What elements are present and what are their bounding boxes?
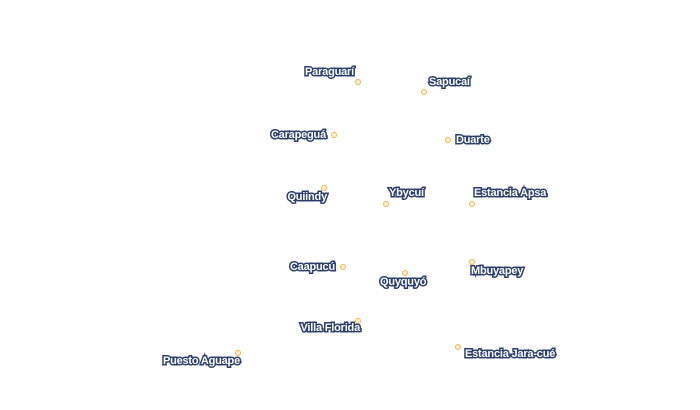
place-label: Villa Florida	[299, 321, 362, 336]
place-label: Carapeguá	[269, 128, 327, 143]
place-marker-icon	[331, 132, 337, 138]
place-label: Puesto Aguape	[161, 354, 241, 369]
place-marker-icon	[355, 318, 361, 324]
place-marker-icon	[235, 350, 241, 356]
place-label: Estancia Apsa	[472, 186, 547, 201]
place-marker-icon	[402, 270, 408, 276]
place-label: Sapucaí	[428, 75, 472, 90]
place-label: Mbuyapey	[469, 264, 524, 279]
place-marker-icon	[445, 137, 451, 143]
place-marker-icon	[469, 201, 475, 207]
place-label: Quyquyó	[378, 275, 428, 290]
place-marker-icon	[383, 201, 389, 207]
place-label: Duarte	[455, 133, 492, 148]
place-label: Quiindy	[286, 190, 329, 205]
place-marker-icon	[355, 79, 361, 85]
place-marker-icon	[421, 89, 427, 95]
place-label: Caapucú	[288, 260, 336, 275]
place-marker-icon	[321, 185, 327, 191]
place-marker-icon	[455, 344, 461, 350]
place-marker-icon	[469, 259, 475, 265]
place-label: Estancia Jara-cué	[463, 347, 556, 362]
place-marker-icon	[340, 264, 346, 270]
place-label: Ybycuí	[388, 186, 426, 201]
place-label: Paraguarí	[304, 65, 356, 80]
